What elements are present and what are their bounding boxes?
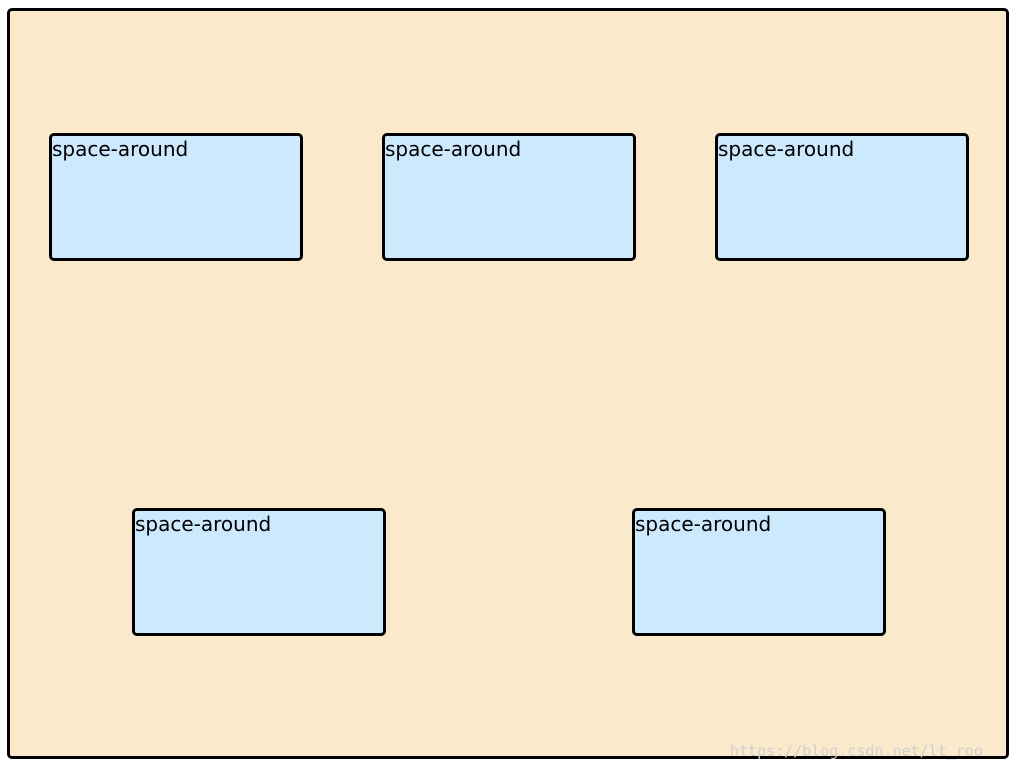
flex-item-4: space-around	[132, 508, 386, 636]
flex-item-label: space-around	[635, 512, 772, 536]
flex-item-label: space-around	[385, 137, 522, 161]
flex-item-3: space-around	[715, 133, 969, 261]
flex-item-2: space-around	[382, 133, 636, 261]
flex-item-label: space-around	[52, 137, 189, 161]
flex-item-1: space-around	[49, 133, 303, 261]
flex-item-label: space-around	[718, 137, 855, 161]
flex-item-5: space-around	[632, 508, 886, 636]
watermark-text: https://blog.csdn.net/lt_roo	[730, 742, 983, 760]
flex-item-label: space-around	[135, 512, 272, 536]
flex-container: space-around space-around space-around s…	[7, 8, 1009, 759]
